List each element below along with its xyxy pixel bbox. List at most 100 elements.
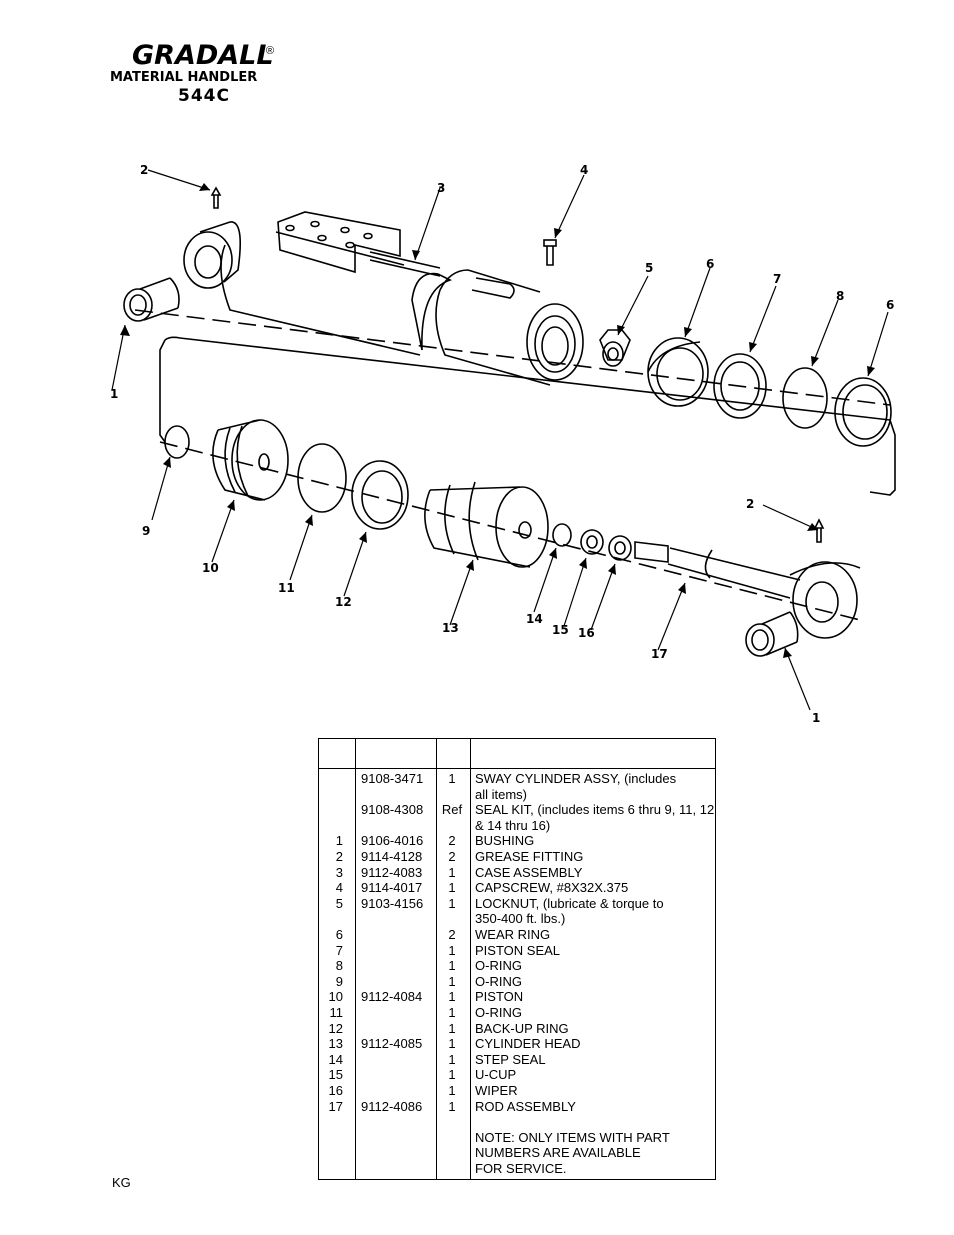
description: U-CUP xyxy=(475,1067,517,1083)
table-row: 350-400 ft. lbs.) xyxy=(319,911,715,927)
description: LOCKNUT, (lubricate & torque to xyxy=(475,895,664,911)
table-row: 17 9112-4086 1 ROD ASSEMBLY xyxy=(319,1099,715,1115)
piston-seal xyxy=(713,353,767,419)
u-cup xyxy=(580,529,604,555)
description: FOR SERVICE. xyxy=(475,1161,567,1176)
part-number: 9108-3471 xyxy=(361,771,424,786)
backup-ring xyxy=(351,460,409,530)
table-row: NUMBERS ARE AVAILABLE xyxy=(319,1145,715,1161)
description: WEAR RING xyxy=(475,927,551,942)
callout: 11 xyxy=(278,581,295,595)
description: WIPER xyxy=(475,1083,518,1098)
centerline-upper xyxy=(134,309,891,406)
part-number: 9112-4084 xyxy=(361,989,423,1005)
part-number: 9112-4083 xyxy=(361,864,423,880)
table-row: FOR SERVICE. xyxy=(319,1161,715,1177)
quantity: 1 xyxy=(448,1083,456,1098)
leader-lines xyxy=(111,169,889,711)
description: ROD ASSEMBLY xyxy=(475,1098,576,1114)
description: 350-400 ft. lbs.) xyxy=(475,911,566,927)
part-number: 9112-4086 xyxy=(361,1098,423,1114)
callout: 1 xyxy=(812,711,820,725)
item-number: 9 xyxy=(335,973,343,989)
description: all items) xyxy=(475,786,528,802)
item-number: 4 xyxy=(335,880,343,896)
item-number: 14 xyxy=(328,1051,343,1067)
callout: 10 xyxy=(202,561,219,575)
callout: 16 xyxy=(578,626,595,640)
item-number: 15 xyxy=(328,1067,343,1083)
item-number: 3 xyxy=(335,864,343,880)
exploded-parts-diagram: 1 2 3 4 5 6 7 8 6 9 10 11 12 13 14 15 16… xyxy=(110,163,896,725)
case-assembly xyxy=(183,211,584,386)
column-divider xyxy=(355,739,356,1179)
description: CAPSCREW, #8X32X.375 xyxy=(475,880,629,896)
registered-mark: ® xyxy=(266,45,275,57)
description: PISTON xyxy=(475,989,524,1005)
item-number: 8 xyxy=(335,958,343,974)
description: CASE ASSEMBLY xyxy=(475,864,583,880)
table-row: 15 1 U-CUP xyxy=(319,1067,715,1083)
table-row: 8 1 O-RING xyxy=(319,958,715,974)
part-number: 9114-4128 xyxy=(361,849,423,864)
description: O-RING xyxy=(475,973,522,989)
connector-frame xyxy=(159,339,166,443)
callout: 2 xyxy=(140,163,148,177)
callout: 6 xyxy=(886,298,894,312)
item-number: 11 xyxy=(329,1005,344,1020)
part-number: 9112-4085 xyxy=(361,1036,423,1052)
callout: 2 xyxy=(746,497,754,511)
description: & 14 thru 16) xyxy=(475,817,551,833)
quantity: 1 xyxy=(448,1098,456,1114)
quantity: 2 xyxy=(448,849,456,864)
capscrew xyxy=(543,239,557,266)
parts-table-header xyxy=(319,739,715,769)
locknut xyxy=(599,329,631,367)
item-number: 17 xyxy=(328,1098,343,1114)
description: PISTON SEAL xyxy=(475,942,561,958)
callout: 1 xyxy=(110,387,118,401)
o-ring-9 xyxy=(164,425,190,459)
quantity: 1 xyxy=(448,958,456,974)
quantity: 1 xyxy=(448,1051,456,1067)
grease-fitting-lower xyxy=(813,518,825,543)
column-divider xyxy=(470,739,471,1179)
item-number: 16 xyxy=(328,1083,343,1098)
callout: 12 xyxy=(335,595,352,609)
quantity: 2 xyxy=(448,833,456,849)
item-number: 10 xyxy=(328,989,343,1005)
callout: 13 xyxy=(442,621,459,635)
column-divider xyxy=(436,739,437,768)
brand-logo-text: GRADALL xyxy=(132,40,274,71)
grease-fitting-upper xyxy=(210,186,222,209)
callout: 7 xyxy=(773,272,781,286)
step-seal xyxy=(552,523,572,547)
part-number: 9106-4016 xyxy=(361,833,424,849)
model-number: 544C xyxy=(178,86,230,106)
quantity: 1 xyxy=(448,880,456,896)
wiper xyxy=(608,535,632,561)
description: BUSHING xyxy=(475,833,535,849)
bushing-lower xyxy=(745,611,799,657)
description: O-RING xyxy=(475,958,522,974)
part-number: 9108-4308 xyxy=(361,802,424,818)
callout: 6 xyxy=(706,257,714,271)
item-number: 13 xyxy=(328,1036,343,1052)
bushing-upper xyxy=(123,277,180,322)
quantity: 1 xyxy=(448,1067,456,1083)
callout: 8 xyxy=(836,289,844,303)
piston xyxy=(212,419,289,501)
column-divider xyxy=(436,769,437,1179)
footer-code: KG xyxy=(112,1175,131,1190)
centerline-lower xyxy=(159,441,861,621)
